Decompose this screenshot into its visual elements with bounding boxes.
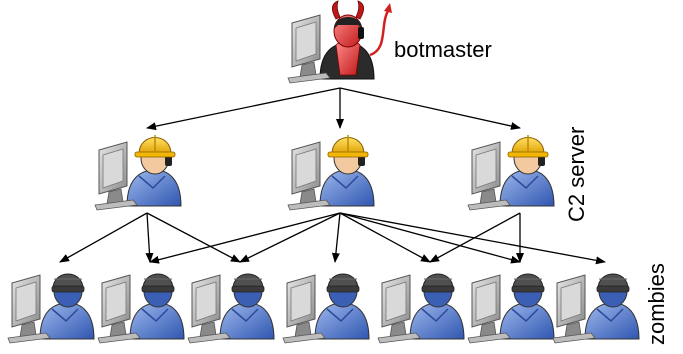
zombie-node-z2: [97, 273, 185, 344]
c2-node-c2-1: [94, 135, 182, 211]
beanie-user-icon: [467, 273, 555, 344]
edges: [59, 87, 606, 265]
zombie-node-z5: [377, 273, 465, 344]
hardhat-worker-icon: [287, 135, 375, 211]
nodes: [7, 0, 640, 344]
zombie-node-z7: [552, 273, 640, 344]
c2-node-c2-2: [287, 135, 375, 211]
edge-c2-1-to-z3: [146, 212, 241, 263]
edge-c2-2-to-z7: [339, 212, 606, 265]
hacker-devil-icon: [287, 0, 392, 84]
botmaster-node: [287, 0, 392, 84]
beanie-user-icon: [552, 273, 640, 344]
c2-node-c2-3: [467, 135, 555, 211]
beanie-user-icon: [282, 273, 370, 344]
zombie-node-z1: [7, 273, 95, 344]
edge-c2-3-to-z5: [429, 212, 521, 263]
edge-c2-2-to-z2: [149, 212, 341, 264]
edge-botmaster-to-c2-1: [146, 87, 341, 131]
edge-c2-2-to-z5: [339, 212, 431, 263]
edge-c2-1-to-z2: [145, 212, 154, 263]
zombies-label: zombies: [644, 263, 669, 345]
botmaster-label: botmaster: [394, 37, 492, 62]
c2-server-label: C2 server: [564, 127, 589, 222]
beanie-user-icon: [7, 273, 95, 344]
zombie-node-z4: [282, 273, 370, 344]
beanie-user-icon: [187, 273, 275, 344]
edge-c2-2-to-z6: [339, 212, 521, 264]
edge-c2-2-to-z4: [331, 212, 341, 263]
hardhat-worker-icon: [94, 135, 182, 211]
zombie-node-z3: [187, 273, 275, 344]
zombie-node-z6: [467, 273, 555, 344]
edge-botmaster-to-c2-3: [339, 87, 521, 130]
edge-c2-1-to-z1: [59, 212, 148, 263]
beanie-user-icon: [377, 273, 465, 344]
hardhat-worker-icon: [467, 135, 555, 211]
edge-c2-2-to-z3: [239, 212, 341, 263]
beanie-user-icon: [97, 273, 185, 344]
